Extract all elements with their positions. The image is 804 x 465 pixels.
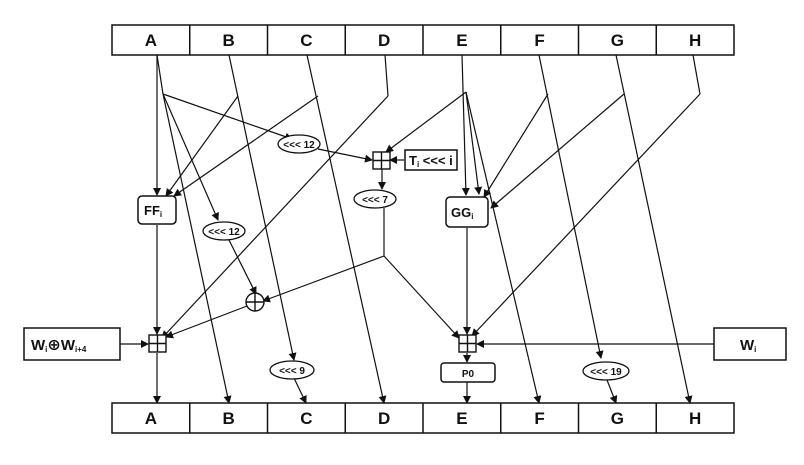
- rotation-9: <<< 9: [269, 360, 315, 380]
- xor-symbol: ⊕: [47, 337, 60, 354]
- bottom-cell-g: G: [611, 409, 624, 428]
- bottom-cell-d: D: [378, 409, 390, 428]
- bottom-cell-c: C: [300, 409, 312, 428]
- svg-text:<<< 7: <<< 7: [362, 195, 388, 206]
- top-cell-c: C: [300, 31, 312, 50]
- input-w1-sub: i: [45, 345, 47, 354]
- input-w2-sub: i+4: [75, 345, 87, 354]
- top-cell-b: B: [222, 31, 234, 50]
- constant-t-sub: i: [417, 160, 419, 169]
- p0-function-box: P0: [440, 362, 496, 383]
- adder-right: [458, 334, 477, 353]
- xor-operator: [245, 292, 265, 312]
- top-cell-a: A: [145, 31, 157, 50]
- ff-label: FF: [144, 203, 160, 218]
- top-cell-h: H: [689, 31, 701, 50]
- bottom-cell-b: B: [222, 409, 234, 428]
- svg-text:<<< 12: <<< 12: [283, 140, 315, 151]
- svg-text:<<< 19: <<< 19: [590, 367, 622, 378]
- top-register-bar: A B C D E F G H: [111, 24, 735, 56]
- input-w2: W: [61, 337, 76, 354]
- input-w-xor-box: Wi⊕Wi+4: [23, 327, 121, 361]
- top-cell-e: E: [456, 31, 467, 50]
- svg-text:Ti <<< i: Ti <<< i: [409, 153, 453, 169]
- bottom-cell-e: E: [456, 409, 467, 428]
- bottom-cell-f: F: [534, 409, 544, 428]
- bottom-register-bar: A B C D E F G H: [111, 402, 735, 434]
- ff-function-box: FFi: [137, 195, 177, 225]
- svg-text:Wi: Wi: [740, 337, 756, 354]
- svg-text:FFi: FFi: [144, 203, 162, 219]
- rotation-19: <<< 19: [582, 361, 630, 381]
- top-cell-f: F: [534, 31, 544, 50]
- svg-text:Wi⊕Wi+4: Wi⊕Wi+4: [31, 337, 87, 354]
- adder-center: [372, 151, 391, 170]
- constant-t: T: [409, 153, 417, 168]
- constant-rest: <<< i: [419, 153, 453, 168]
- gg-sub: i: [471, 212, 473, 221]
- p0-label: P0: [462, 369, 475, 380]
- top-cell-d: D: [378, 31, 390, 50]
- bottom-cell-h: H: [689, 409, 701, 428]
- gg-label: GG: [451, 205, 471, 220]
- adder-left: [148, 334, 167, 353]
- rotation-ssl-12: <<< 12: [277, 134, 321, 154]
- svg-text:<<< 12: <<< 12: [208, 227, 240, 238]
- constant-box: Ti <<< i: [404, 149, 458, 171]
- input-w1: W: [31, 337, 46, 354]
- rotation-7: <<< 7: [353, 189, 397, 209]
- gg-function-box: GGi: [445, 196, 489, 228]
- input-w: W: [740, 337, 755, 354]
- svg-text:<<< 9: <<< 9: [279, 366, 305, 377]
- bottom-cell-a: A: [145, 409, 157, 428]
- input-w-box: Wi: [713, 327, 787, 361]
- svg-text:GGi: GGi: [451, 205, 473, 221]
- ff-sub: i: [160, 210, 162, 219]
- input-w-sub: i: [754, 345, 756, 354]
- rotation-ss1-12: <<< 12: [202, 221, 246, 241]
- top-cell-g: G: [611, 31, 624, 50]
- wires: [120, 54, 714, 404]
